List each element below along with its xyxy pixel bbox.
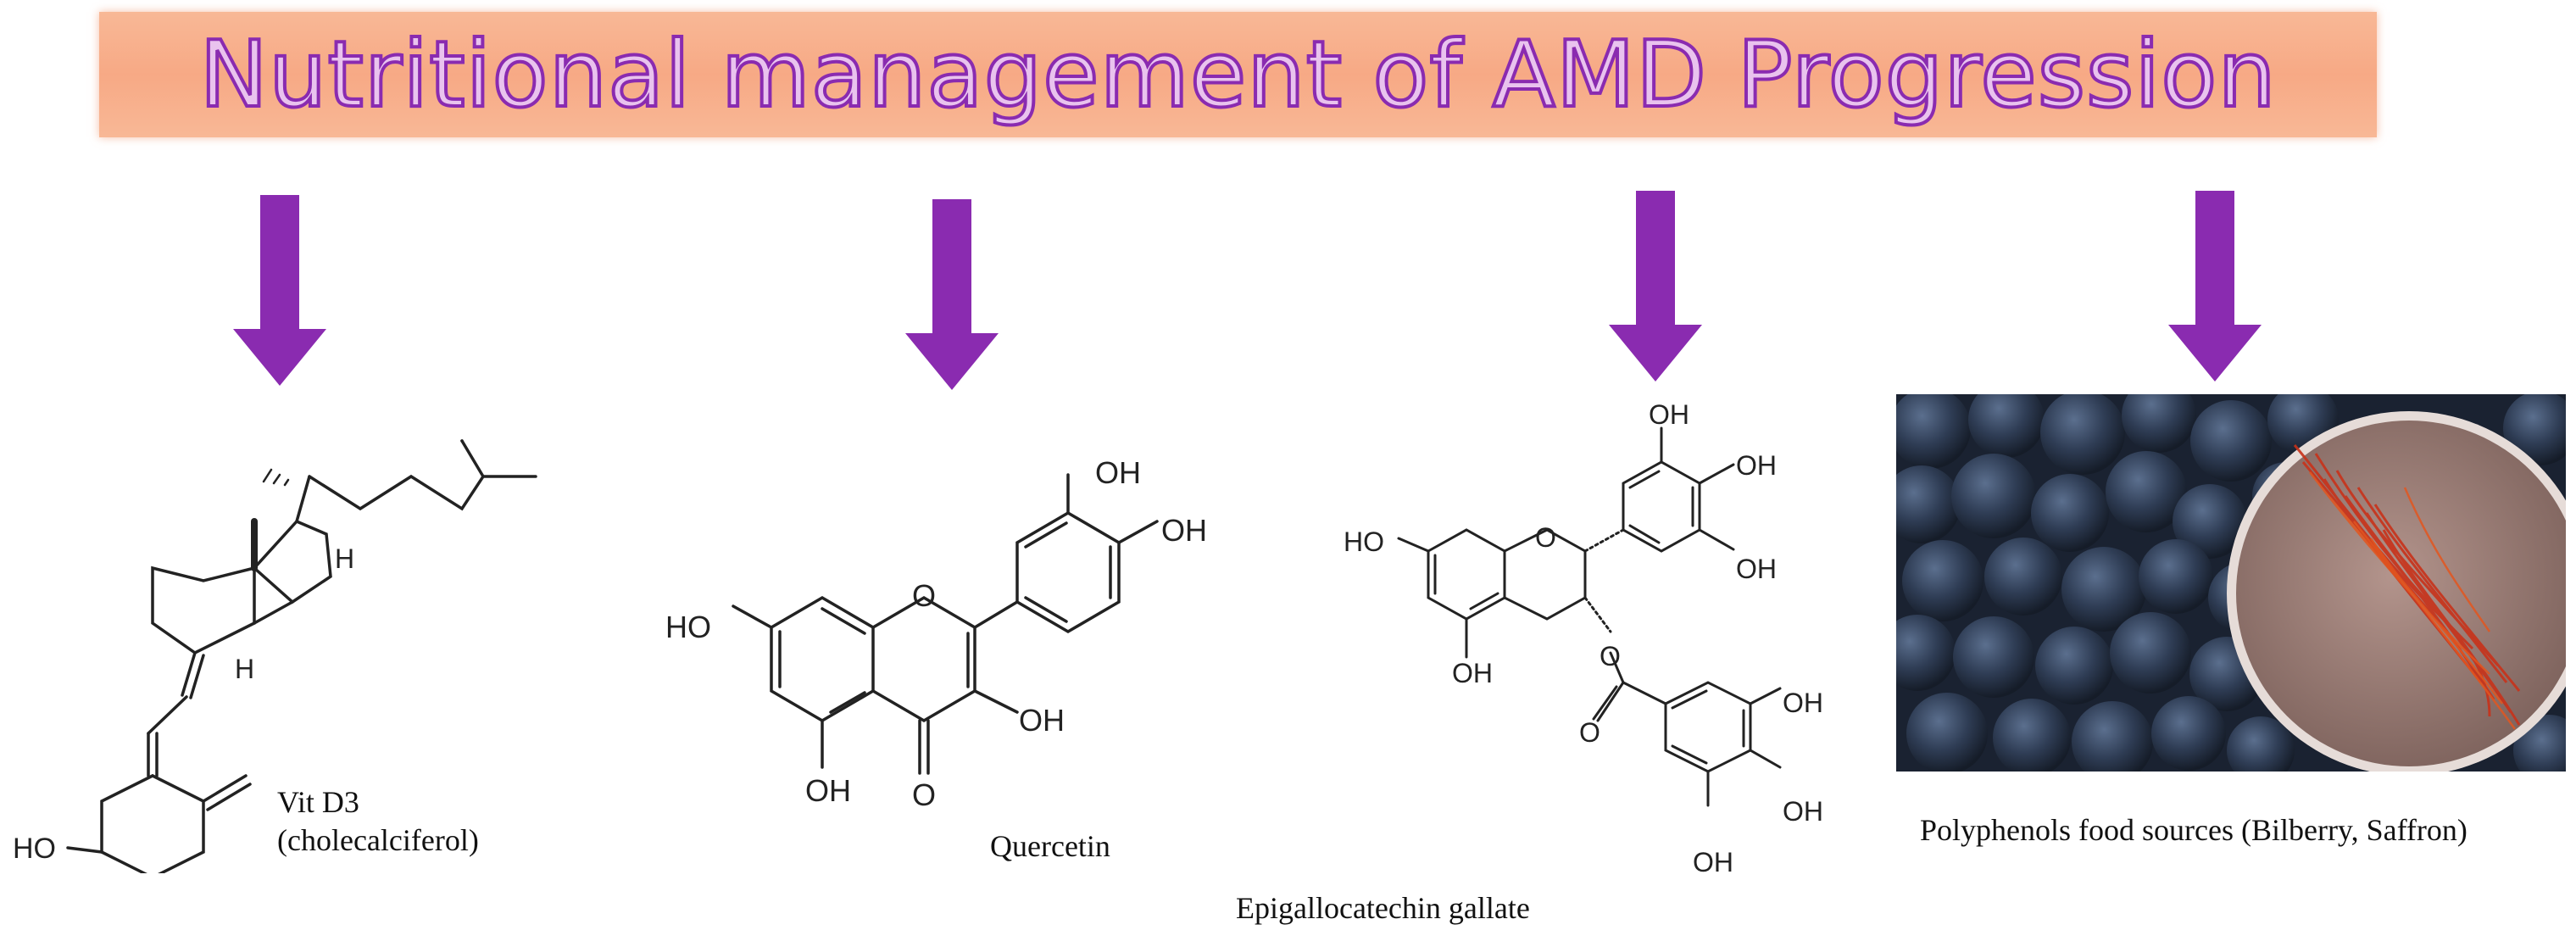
title-banner: Nutritional management of AMD Progressio…: [99, 12, 2377, 137]
caption-vitamin-d3-line2: (cholecalciferol): [277, 823, 479, 857]
down-arrow-icon: [1609, 191, 1702, 382]
quercetin-structure: O O HO OH OH OH OH: [665, 458, 1207, 812]
atom-label: OH: [1693, 847, 1733, 877]
atom-label: H: [335, 543, 354, 574]
atom-label: OH: [1783, 688, 1823, 718]
atom-label: OH: [1649, 399, 1689, 430]
down-arrow-icon: [233, 195, 326, 386]
atom-label: OH: [1736, 554, 1777, 584]
atom-label: O: [912, 777, 936, 812]
atom-label: O: [912, 578, 936, 613]
vitamin-d3-structure: H H HO: [13, 439, 537, 873]
diagram-title: Nutritional management of AMD Progressio…: [198, 20, 2278, 130]
caption-quercetin: Quercetin: [990, 829, 1110, 863]
atom-label: O: [1579, 717, 1600, 748]
atom-label: OH: [1161, 513, 1207, 548]
egcg-structure: O HO OH O O OH OH OH OH OH OH: [1344, 399, 1823, 877]
caption-vitamin-d3-line1: Vit D3: [277, 785, 359, 819]
atom-label: HO: [13, 833, 56, 865]
down-arrow-icon: [2168, 191, 2262, 382]
atom-label: OH: [1019, 703, 1065, 738]
bilberry-saffron-photo: [1896, 394, 2566, 772]
atom-label: OH: [1095, 458, 1141, 490]
caption-polyphenols: Polyphenols food sources (Bilberry, Saff…: [1920, 813, 2468, 847]
bilberry-saffron-image: [1896, 394, 2566, 772]
atom-label: O: [1535, 522, 1556, 553]
atom-label: HO: [1344, 526, 1384, 557]
atom-label: OH: [1736, 450, 1777, 481]
atom-label: OH: [805, 773, 851, 808]
down-arrow-icon: [905, 199, 999, 390]
atom-label: OH: [1783, 796, 1823, 827]
atom-label: O: [1600, 641, 1621, 671]
atom-label: OH: [1452, 658, 1493, 688]
atom-label: H: [235, 654, 254, 684]
caption-egcg: Epigallocatechin gallate: [1236, 891, 1530, 925]
atom-label: HO: [665, 610, 711, 644]
